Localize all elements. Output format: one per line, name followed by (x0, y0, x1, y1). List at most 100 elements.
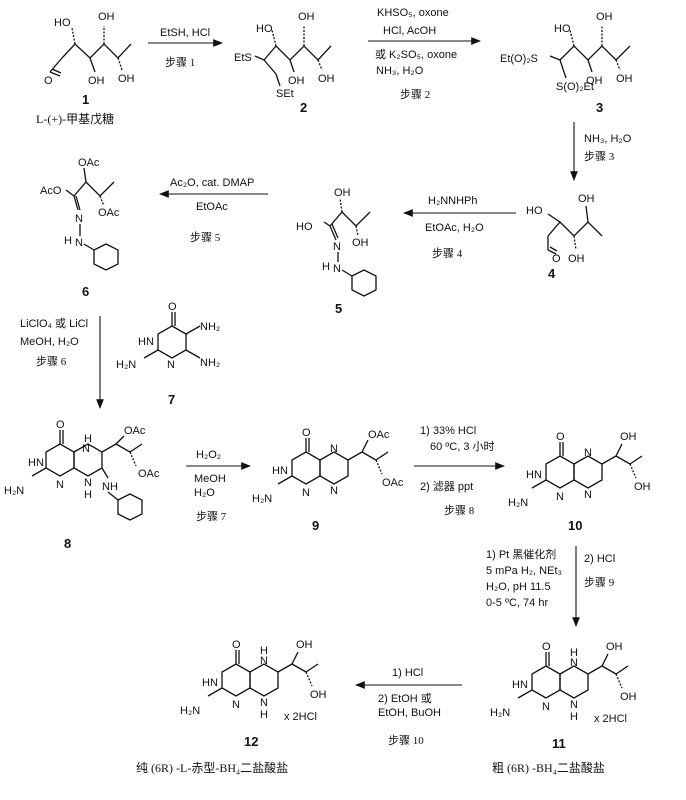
compound-12-n1: N (260, 655, 268, 667)
step-10-reagent-2: 2) EtOH 或 (378, 692, 432, 705)
compound-8-n1: N (82, 443, 90, 455)
compound-3-so2-left: Et(O)₂S (500, 53, 538, 65)
compound-11-hn: HN (512, 679, 528, 691)
compound-7-nh2b: NH₂ (200, 357, 220, 369)
compound-2-label: 2 (300, 100, 307, 115)
step-2-reagent-4: NH₃, H₂O (376, 65, 424, 77)
compound-9-label: 9 (312, 518, 319, 533)
compound-3-oh3: OH (616, 73, 633, 85)
compound-3-oh2: OH (586, 75, 603, 87)
compound-10-hn: HN (526, 469, 542, 481)
compound-9-o: O (302, 427, 311, 439)
compound-1-oh3: OH (118, 73, 135, 85)
compound-2-oh2: OH (288, 75, 305, 87)
step-4-reagent-2: EtOAc, H₂O (425, 222, 484, 234)
compound-9-n1: N (330, 443, 338, 455)
compound-9-n2: N (302, 487, 310, 499)
step-4-reagent-1: H₂NNHPh (428, 195, 478, 207)
compound-1-label: 1 (82, 92, 89, 107)
compound-9-n3: N (330, 485, 338, 497)
step-7-reagent-1: H₂O₂ (196, 449, 221, 461)
step-2-reagent-2: HCl, AcOH (383, 25, 436, 37)
compound-12-h2: H (260, 709, 268, 721)
step-1-reagents: EtSH, HCl (160, 27, 210, 39)
compound-8-h2: H (84, 489, 92, 501)
step-6-reagent-1: LiClO₄ 或 LiCl (20, 317, 88, 330)
compound-3-ho: HO (554, 23, 571, 35)
compound-2-set: SEt (276, 88, 294, 100)
step-8-reagent-1: 1) 33% HCl (420, 425, 476, 437)
compound-5-ho: HO (296, 221, 313, 233)
step-3-reagents: NH₃, H₂O (584, 133, 632, 145)
compound-12-n3: N (260, 697, 268, 709)
compound-6: OAc AcO OAc N H N 6 (40, 157, 120, 299)
compound-6-aco: AcO (40, 185, 62, 197)
compound-10-o: O (556, 431, 565, 443)
compound-4-oh2: OH (568, 253, 585, 265)
compound-5-oh2: OH (352, 237, 369, 249)
compound-10-n2: N (556, 491, 564, 503)
compound-6-oac: OAc (78, 157, 100, 169)
compound-1: HO OH OH OH O 1 L-(+)-甲基戊糖 (36, 11, 135, 126)
compound-7-label: 7 (168, 392, 175, 407)
step-9-reagent-1: 1) Pt 黑催化剂 (486, 547, 556, 561)
step-2-reagent-3: 或 K₂SO₅, oxone (375, 48, 457, 61)
step-9-reagent-3: H₂O, pH 11.5 (486, 581, 551, 593)
compound-10-oh2: OH (634, 481, 651, 493)
compound-12-salt: x 2HCl (284, 711, 317, 723)
compound-4-label: 4 (548, 266, 556, 281)
step-6-reagent-2: MeOH, H₂O (20, 336, 79, 348)
compound-2-ets: EtS (234, 52, 252, 64)
step-5: Ac₂O, cat. DMAP EtOAc 步骤 5 (158, 177, 268, 244)
compound-3: Et(O)₂S S(O)₂Et HO OH OH OH 3 (500, 11, 633, 115)
step-5-reagent-2: EtOAc (196, 201, 228, 213)
compound-11-h2: H (570, 711, 578, 723)
compound-11-n3: N (570, 699, 578, 711)
compound-10-h2n: H₂N (508, 497, 528, 509)
compound-1-o: O (44, 75, 53, 87)
compound-11-h: H (570, 647, 578, 659)
compound-7: O HN NH₂ NH₂ H₂N N 7 (116, 301, 220, 407)
step-3-label: 步骤 3 (584, 150, 615, 163)
compound-2-oh3: OH (318, 73, 335, 85)
compound-12: O HN H N H₂N N N H OH OH x 2HCl 12 纯 (6R… (136, 639, 327, 775)
compound-12-o: O (232, 639, 241, 651)
step-9-label: 步骤 9 (584, 576, 615, 589)
compound-11-label: 11 (552, 736, 566, 751)
step-5-label: 步骤 5 (190, 231, 221, 244)
step-9-reagent-4: 0-5 ºC, 74 hr (486, 597, 548, 609)
compound-7-n: N (167, 359, 175, 371)
compound-6-n: N (75, 213, 83, 225)
compound-1-ho: HO (54, 17, 71, 29)
compound-8-label: 8 (64, 536, 71, 551)
step-7-reagent-2: MeOH (194, 473, 226, 485)
step-1: EtSH, HCl 步骤 1 (148, 27, 224, 69)
step-10-reagent-3: EtOH, BuOH (378, 707, 441, 719)
compound-8-o: O (56, 419, 65, 431)
compound-1-oh2: OH (88, 75, 105, 87)
step-4: H₂NNHPh EtOAc, H₂O 步骤 4 (402, 195, 516, 260)
step-6-label: 步骤 6 (36, 355, 67, 368)
compound-8-oac2: OAc (138, 468, 160, 480)
compound-12-h2n: H₂N (180, 705, 200, 717)
compound-5-n2: N (333, 263, 341, 275)
compound-6-oac2: OAc (98, 207, 120, 219)
compound-11-oh2: OH (620, 691, 637, 703)
step-3: NH₃, H₂O 步骤 3 (570, 122, 632, 182)
step-2-label: 步骤 2 (400, 88, 430, 101)
step-7-label: 步骤 7 (196, 510, 227, 523)
compound-3-label: 3 (596, 100, 603, 115)
compound-4-o: O (552, 253, 561, 265)
compound-8-n2: N (56, 479, 64, 491)
compound-5: OH HO OH N H N 5 (296, 187, 377, 316)
compound-2-ho: HO (256, 23, 273, 35)
compound-11-h2n: H₂N (490, 707, 510, 719)
compound-6-label: 6 (82, 284, 89, 299)
compound-12-label: 12 (244, 734, 258, 749)
compound-2: EtS SEt HO OH OH OH 2 (234, 11, 335, 115)
compound-12-oh: OH (296, 639, 313, 651)
step-2-reagent-1: KHSO₅, oxone (377, 7, 449, 19)
step-5-reagent-1: Ac₂O, cat. DMAP (170, 177, 254, 189)
